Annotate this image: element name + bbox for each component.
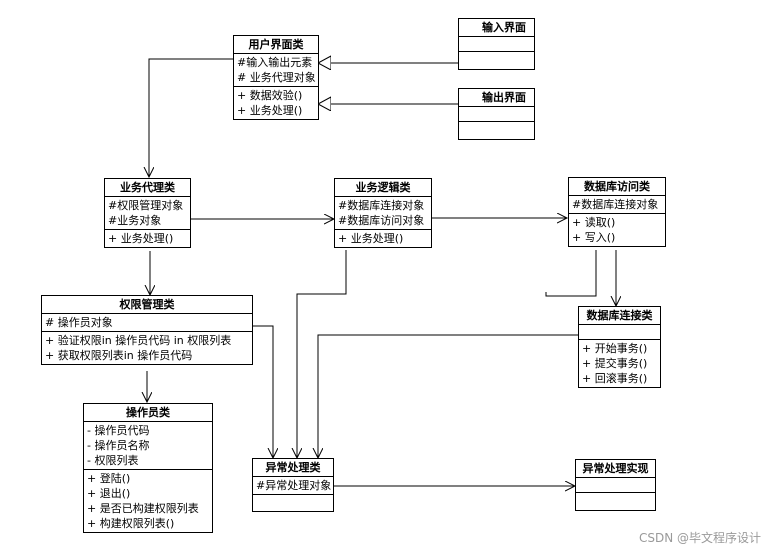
attribute: - 权限列表 — [87, 454, 139, 467]
class-title: 权限管理类 — [42, 296, 252, 314]
method: + 构建权限列表() — [87, 517, 175, 530]
class-methods: + 数据效验() + 业务处理() — [234, 87, 318, 119]
class-business-proxy: 业务代理类 #权限管理对象 #业务对象 + 业务处理() — [104, 178, 191, 248]
method: + 验证权限in 操作员代码 in 权限列表 — [45, 334, 232, 347]
class-title: 异常处理实现 — [576, 460, 655, 478]
class-attributes: #输入输出元素 # 业务代理对象 — [234, 54, 318, 87]
class-methods — [253, 495, 333, 511]
class-methods: + 读取() + 写入() — [569, 214, 665, 246]
class-attributes: # 操作员对象 — [42, 314, 252, 332]
class-output-interface: 输出界面 — [458, 88, 535, 140]
attribute: #数据库访问对象 — [338, 214, 425, 227]
method: + 读取() — [572, 216, 616, 229]
class-title: 数据库连接类 — [579, 307, 660, 325]
edge-dbconn-to-exception — [318, 334, 578, 458]
class-methods: + 业务处理() — [335, 230, 431, 247]
class-title: 输入界面 — [459, 19, 534, 37]
watermark-text: CSDN @毕文程序设计 — [638, 531, 761, 545]
class-attributes: #异常处理对象 — [253, 477, 333, 495]
method: + 退出() — [87, 487, 131, 500]
attribute: #数据库连接对象 — [572, 198, 659, 211]
class-attributes: #数据库连接对象 — [569, 196, 665, 214]
edge-userui-to-proxy — [149, 58, 233, 177]
method: + 是否已构建权限列表 — [87, 502, 199, 515]
class-permission-manager: 权限管理类 # 操作员对象 + 验证权限in 操作员代码 in 权限列表 + 获… — [41, 295, 253, 365]
class-methods — [459, 122, 534, 139]
attribute: #业务对象 — [108, 214, 162, 227]
class-title: 异常处理类 — [253, 459, 333, 477]
method: + 写入() — [572, 231, 616, 244]
attribute: # 业务代理对象 — [237, 71, 316, 84]
class-user-interface: 用户界面类 #输入输出元素 # 业务代理对象 + 数据效验() + 业务处理() — [233, 35, 319, 120]
method: + 业务处理() — [237, 104, 303, 117]
class-exception-impl: 异常处理实现 — [575, 459, 656, 511]
class-methods: + 业务处理() — [105, 230, 190, 247]
edge-logic-to-exception — [297, 250, 347, 458]
attribute: #权限管理对象 — [108, 199, 184, 212]
class-methods — [576, 493, 655, 510]
class-input-interface: 输入界面 — [458, 18, 535, 70]
edge-dbaccess-to-exception — [545, 250, 597, 297]
class-methods: + 登陆() + 退出() + 是否已构建权限列表 + 构建权限列表() — [84, 470, 212, 532]
class-methods: + 验证权限in 操作员代码 in 权限列表 + 获取权限列表in 操作员代码 — [42, 332, 252, 364]
class-attributes — [579, 325, 660, 340]
method: + 登陆() — [87, 472, 131, 485]
class-title: 业务代理类 — [105, 179, 190, 197]
class-title: 输出界面 — [459, 89, 534, 107]
class-attributes — [459, 107, 534, 122]
class-attributes: - 操作员代码 - 操作员名称 - 权限列表 — [84, 422, 212, 470]
class-title: 操作员类 — [84, 404, 212, 422]
attribute: #异常处理对象 — [256, 479, 332, 492]
class-db-access: 数据库访问类 #数据库连接对象 + 读取() + 写入() — [568, 177, 666, 247]
attribute: - 操作员名称 — [87, 439, 150, 452]
method: + 开始事务() — [582, 342, 648, 355]
class-methods: + 开始事务() + 提交事务() + 回滚事务() — [579, 340, 660, 387]
class-attributes: #权限管理对象 #业务对象 — [105, 197, 190, 230]
class-title: 用户界面类 — [234, 36, 318, 54]
method: + 业务处理() — [108, 232, 174, 245]
method: + 数据效验() — [237, 89, 303, 102]
attribute: - 操作员代码 — [87, 424, 150, 437]
method: + 回滚事务() — [582, 372, 648, 385]
class-exception-handler: 异常处理类 #异常处理对象 — [252, 458, 334, 512]
attribute: #数据库连接对象 — [338, 199, 425, 212]
edge-permission-to-exception — [253, 325, 273, 458]
class-db-connection: 数据库连接类 + 开始事务() + 提交事务() + 回滚事务() — [578, 306, 661, 388]
class-title: 数据库访问类 — [569, 178, 665, 196]
class-attributes: #数据库连接对象 #数据库访问对象 — [335, 197, 431, 230]
method: + 提交事务() — [582, 357, 648, 370]
class-business-logic: 业务逻辑类 #数据库连接对象 #数据库访问对象 + 业务处理() — [334, 178, 432, 248]
class-methods — [459, 52, 534, 69]
attribute: #输入输出元素 — [237, 56, 313, 69]
class-attributes — [576, 478, 655, 493]
method: + 业务处理() — [338, 232, 404, 245]
class-title: 业务逻辑类 — [335, 179, 431, 197]
class-attributes — [459, 37, 534, 52]
method: + 获取权限列表in 操作员代码 — [45, 349, 193, 362]
attribute: # 操作员对象 — [45, 316, 113, 329]
class-operator: 操作员类 - 操作员代码 - 操作员名称 - 权限列表 + 登陆() + 退出(… — [83, 403, 213, 533]
